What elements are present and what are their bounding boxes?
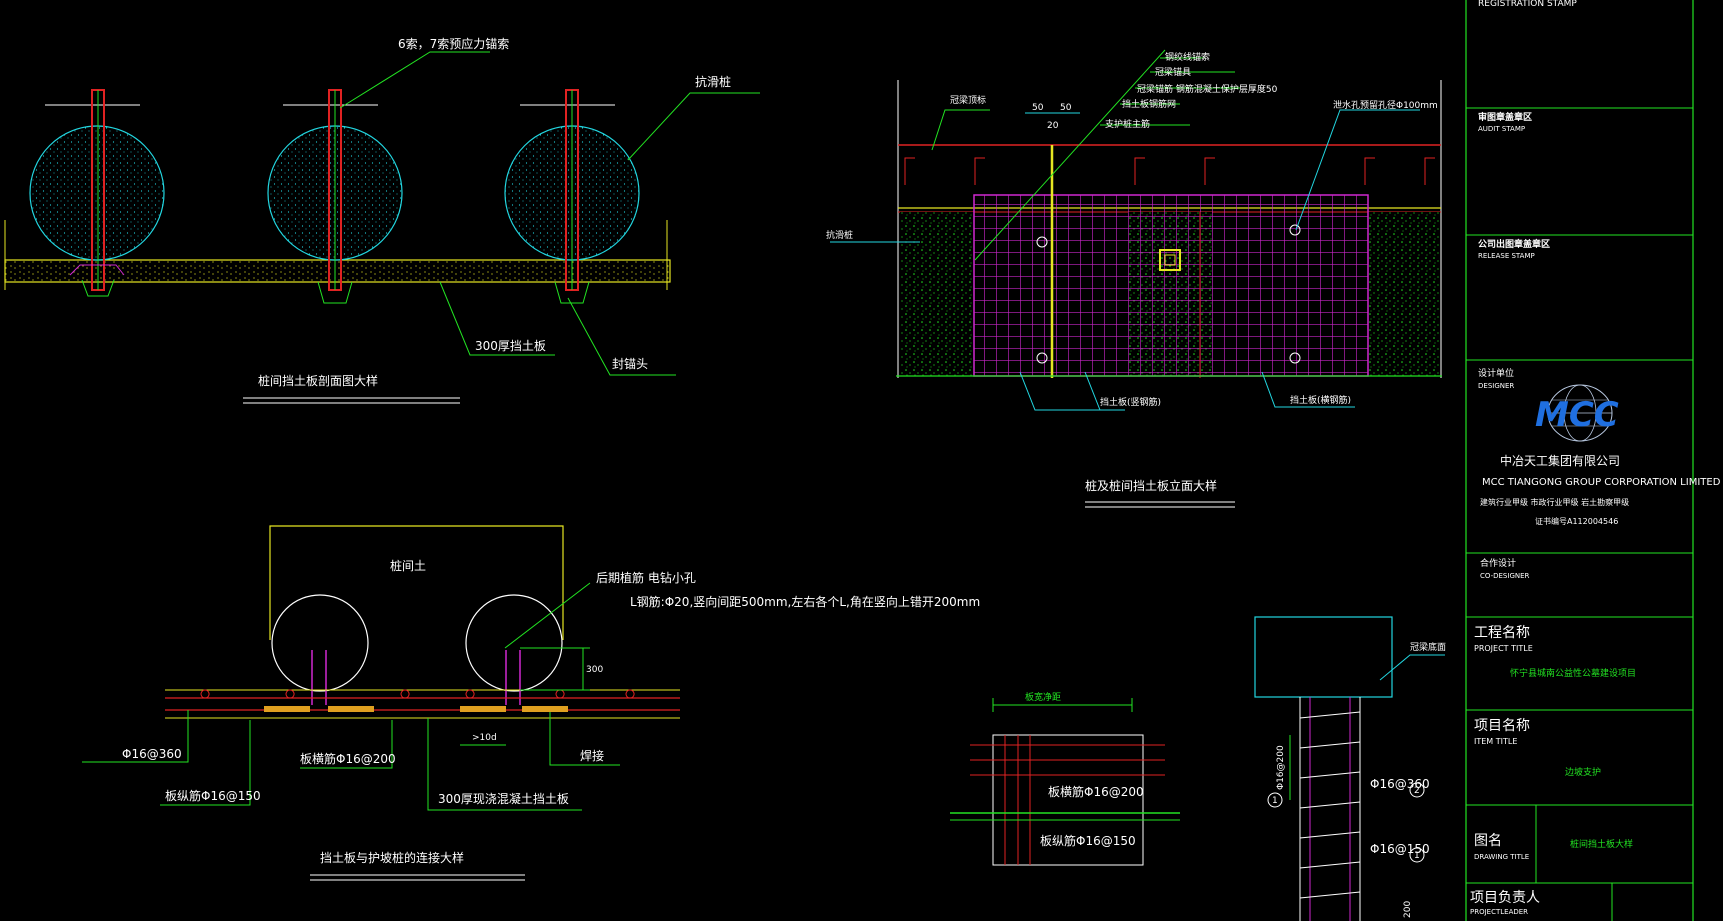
dim-200-bottom: 200 xyxy=(1403,901,1413,918)
dim-50-right: 50 xyxy=(1060,103,1072,113)
title-block: REGISTRATION STAMP 审图章盖章区 AUDIT STAMP 公司… xyxy=(1465,0,1721,921)
company-name-cn: 中冶天工集团有限公司 xyxy=(1500,453,1620,468)
registration-stamp: REGISTRATION STAMP xyxy=(1478,0,1577,9)
project-title-en: PROJECT TITLE xyxy=(1474,644,1533,653)
company-name-en: MCC TIANGONG GROUP CORPORATION LIMITED xyxy=(1482,477,1721,488)
release-stamp-cn: 公司出图章盖章区 xyxy=(1478,238,1550,250)
label-slab-horizontal: 挡土板(横钢筋) xyxy=(1290,394,1351,406)
project-title-value: 怀宁县城南公益性公墓建设项目 xyxy=(1510,667,1636,679)
certificate-no: 证书编号A112004546 xyxy=(1535,516,1618,526)
mcc-logo-icon xyxy=(1547,384,1613,442)
designer-cn: 设计单位 xyxy=(1478,367,1514,379)
designer-en: DESIGNER xyxy=(1478,382,1514,390)
pile-3 xyxy=(504,89,640,304)
label-slab-width: 板宽净距 xyxy=(1025,691,1061,703)
drawing-pile-section: 6索，7索预应力锚索 抗滑桩 300厚挡土板 封锚头 桩间挡土板剖面图大样 xyxy=(4,36,760,404)
project-title-cn: 工程名称 xyxy=(1474,625,1530,641)
dim-lap-10d: >10d xyxy=(472,733,497,743)
item-title-cn: 项目名称 xyxy=(1474,718,1530,734)
label-slab-mesh: 挡土板钢筋网 xyxy=(1122,98,1176,110)
dim-50-left: 50 xyxy=(1032,103,1044,113)
label-crown-rebar: 冠梁锚筋 钢筋混凝土保护层厚度50 xyxy=(1137,83,1278,95)
drawing-connection: 桩间土 后期植筋 电钻小孔 L钢筋:Φ20,竖向间距500mm,左右各个L,角在… xyxy=(82,525,980,881)
label-longitudinal-bar: 板纵筋Φ16@150 xyxy=(1040,833,1136,848)
drawing-elevation: 钢绞线锚索 冠梁锚具 冠梁锚筋 钢筋混凝土保护层厚度50 挡土板钢筋网 支护桩主… xyxy=(826,49,1442,508)
label-anchor-head: 封锚头 xyxy=(612,356,648,371)
pile-1 xyxy=(29,89,165,297)
drawing-title-value: 桩间挡土板大样 xyxy=(1570,838,1633,850)
label-bar-360: Φ16@360 xyxy=(122,747,182,761)
label-300-slab: 300厚挡土板 xyxy=(475,339,546,353)
label-slab-vertical: 挡土板(竖钢筋) xyxy=(1100,396,1161,408)
label-soil-between-piles: 桩间土 xyxy=(390,558,426,573)
audit-stamp-cn: 审图章盖章区 xyxy=(1478,111,1532,123)
item-title-en: ITEM TITLE xyxy=(1474,737,1517,746)
drawing-vertical-detail: 冠梁底面 Φ16@200 1 Φ16@360 2 Φ16@150 1 200 xyxy=(1254,616,1446,921)
project-leader-en: PROJECTLEADER xyxy=(1470,908,1528,916)
title-section-detail: 桩间挡土板剖面图大样 xyxy=(258,373,378,388)
label-bar-150: 板纵筋Φ16@150 xyxy=(165,788,261,803)
label-bar-150-right: Φ16@150 xyxy=(1370,842,1430,856)
mark-2: 2 xyxy=(1414,786,1420,796)
audit-stamp-en: AUDIT STAMP xyxy=(1478,125,1525,133)
label-crown-anchor: 冠梁锚具 xyxy=(1155,66,1191,78)
project-leader-cn: 项目负责人 xyxy=(1470,890,1540,906)
drawing-title-en: DRAWING TITLE xyxy=(1474,853,1529,861)
co-designer-en: CO-DESIGNER xyxy=(1480,572,1530,580)
label-weld: 焊接 xyxy=(580,748,604,763)
label-crown-beam: 冠梁顶标 xyxy=(950,94,986,106)
drawing-slab-detail: 板宽净距 板横筋Φ16@200 板纵筋Φ16@150 xyxy=(950,691,1180,866)
label-crown-bottom: 冠梁底面 xyxy=(1410,641,1446,653)
qualification: 建筑行业甲级 市政行业甲级 岩土勘察甲级 xyxy=(1480,497,1629,507)
mcc-logo-text: MCC xyxy=(1535,395,1619,435)
label-main-bar: 支护桩主筋 xyxy=(1105,118,1150,130)
label-bar-200: 板横筋Φ16@200 xyxy=(300,751,396,766)
label-l-bar-note: L钢筋:Φ20,竖向间距500mm,左右各个L,角在竖向上错开200mm xyxy=(630,594,980,609)
label-anti-slide-pile: 抗滑桩 xyxy=(695,74,731,89)
co-designer-cn: 合作设计 xyxy=(1480,557,1516,569)
mark-1-left: 1 xyxy=(1272,796,1278,806)
pile-2 xyxy=(267,89,403,304)
label-cable: 钢绞线锚索 xyxy=(1165,51,1210,63)
title-connection: 挡土板与护坡桩的连接大样 xyxy=(320,850,464,865)
release-stamp-en: RELEASE STAMP xyxy=(1478,252,1535,260)
label-side-pile: 抗滑桩 xyxy=(826,229,853,241)
label-drain-hole: 泄水孔预留孔径Φ100mm xyxy=(1333,99,1438,111)
title-elevation: 桩及桩间挡土板立面大样 xyxy=(1085,478,1217,493)
label-drill-hole: 后期植筋 电钻小孔 xyxy=(596,570,696,585)
label-anchor-cable: 6索，7索预应力锚索 xyxy=(398,36,509,51)
label-300-concrete-slab: 300厚现浇混凝土挡土板 xyxy=(438,791,569,806)
drawing-title-cn: 图名 xyxy=(1474,833,1502,849)
mark-1-right: 1 xyxy=(1414,851,1420,861)
label-transverse-bar: 板横筋Φ16@200 xyxy=(1048,784,1144,799)
dim-300: 300 xyxy=(586,665,603,675)
item-title-value: 边坡支护 xyxy=(1565,766,1601,778)
dim-200-vertical: Φ16@200 xyxy=(1276,745,1286,790)
dim-20: 20 xyxy=(1047,121,1059,131)
label-bar-360-right: Φ16@360 xyxy=(1370,777,1430,791)
